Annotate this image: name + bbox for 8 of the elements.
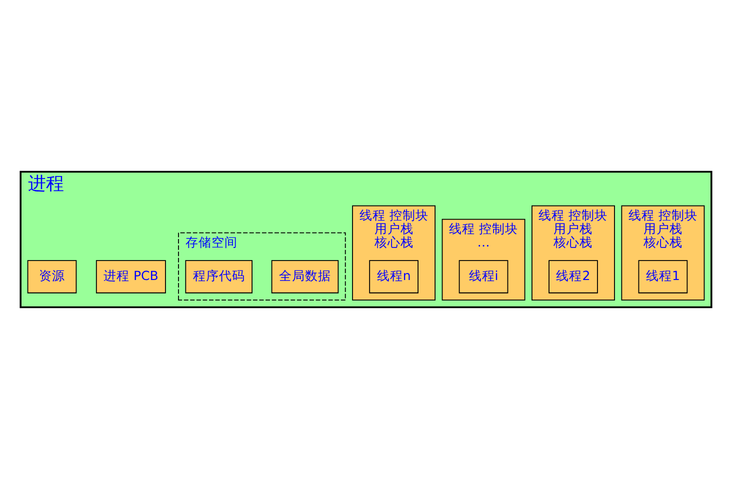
node-box: 程序代码 bbox=[185, 260, 253, 293]
node-box: 资源 bbox=[27, 260, 77, 293]
node-box: 线程2 bbox=[548, 260, 598, 293]
node-box: 线程i bbox=[458, 260, 508, 293]
node-box: 全局数据 bbox=[271, 260, 339, 293]
node-box: 进程 PCB bbox=[96, 260, 166, 293]
node-box: 线程n bbox=[369, 260, 418, 293]
node-box: 线程1 bbox=[638, 260, 688, 293]
